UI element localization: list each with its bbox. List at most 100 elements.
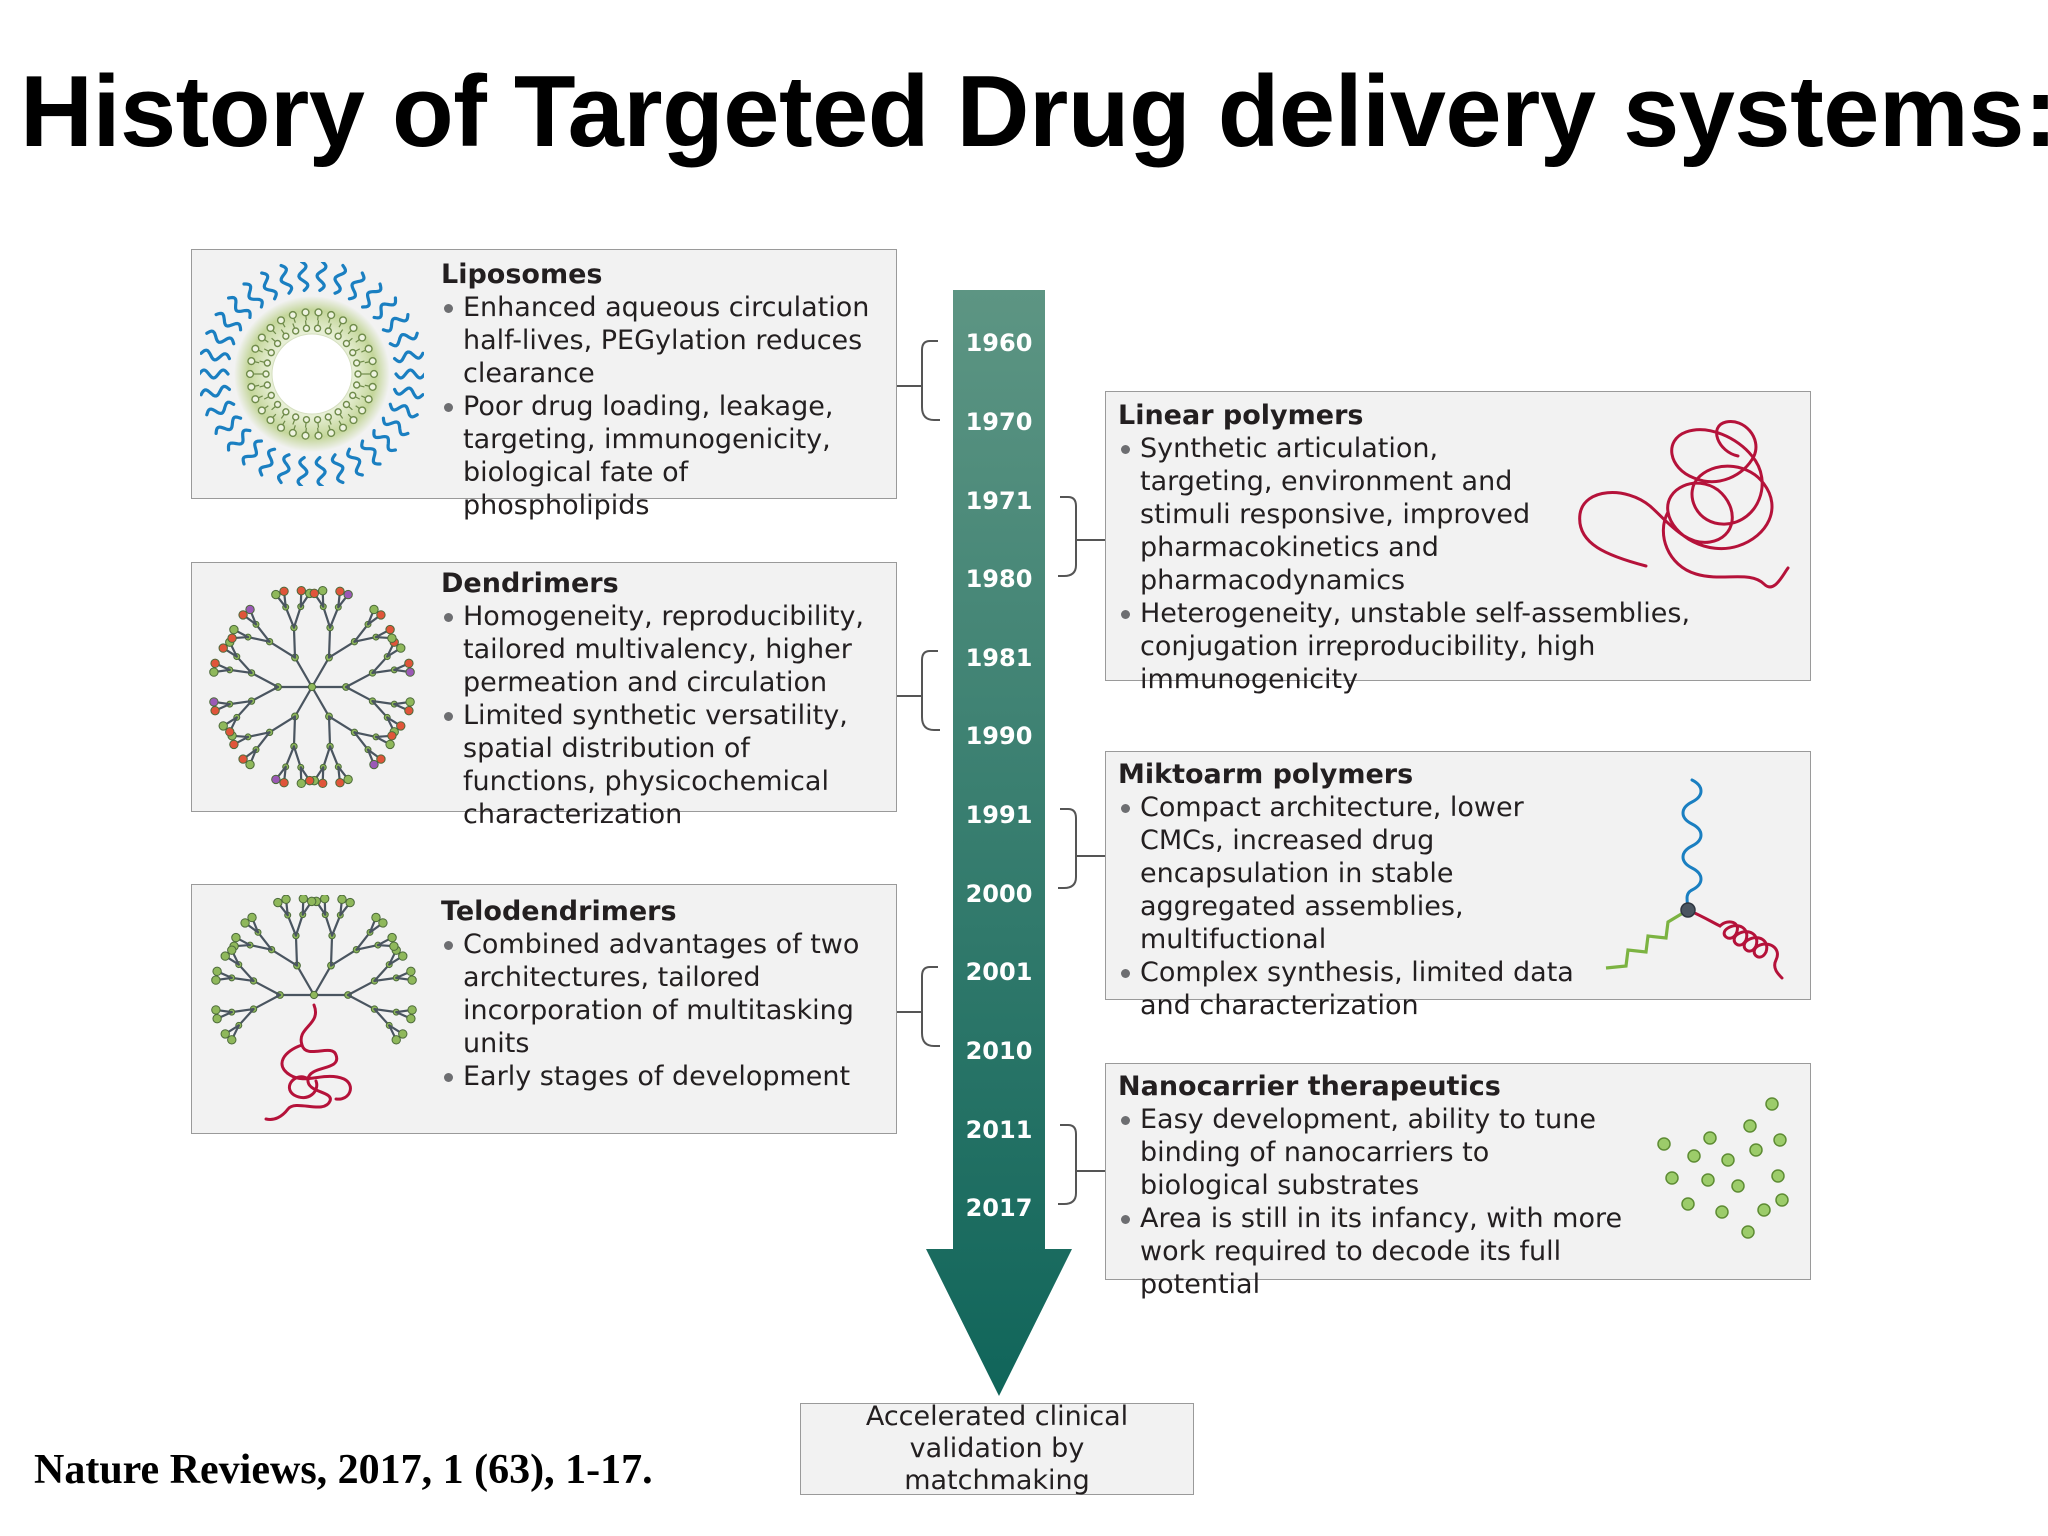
lipid-head bbox=[324, 413, 333, 421]
tree-branch bbox=[228, 668, 253, 675]
tree-node bbox=[273, 897, 283, 908]
tree-node bbox=[385, 624, 395, 635]
tree-branch bbox=[353, 635, 378, 643]
peg-chain bbox=[205, 400, 236, 417]
bullet-item: Limited synthetic versatility, spatial d… bbox=[441, 699, 886, 831]
lipid-head bbox=[313, 415, 322, 424]
peg-chain bbox=[260, 271, 278, 301]
card-nanocarrier: Nanocarrier therapeutics Easy developmen… bbox=[1105, 1063, 1811, 1300]
nanoparticle bbox=[1741, 1225, 1755, 1239]
lipid-head bbox=[334, 408, 342, 416]
bullet-list: Easy development, ability to tune bindin… bbox=[1118, 1103, 1678, 1301]
lipid-head bbox=[324, 327, 333, 335]
tree-node bbox=[240, 918, 250, 928]
year-label: 1981 bbox=[965, 644, 1033, 672]
peg-chain bbox=[200, 368, 230, 380]
lipid-head bbox=[288, 428, 297, 438]
year-label: 1970 bbox=[965, 408, 1033, 436]
tree-node bbox=[211, 975, 221, 985]
tree-node bbox=[271, 589, 281, 600]
lipid-head bbox=[276, 423, 286, 432]
telodendrimer-icon bbox=[211, 895, 417, 1121]
tree-node bbox=[317, 778, 328, 789]
tree-node bbox=[406, 966, 416, 977]
polymer-coil-icon bbox=[1578, 420, 1790, 589]
tree-node bbox=[385, 739, 395, 750]
year-label: 2000 bbox=[965, 880, 1033, 908]
nanoparticle bbox=[1681, 1197, 1695, 1211]
citation: Nature Reviews, 2017, 1 (63), 1-17. bbox=[34, 1447, 653, 1493]
tree-node bbox=[389, 941, 399, 951]
tree-node bbox=[335, 586, 345, 596]
year-label: 1960 bbox=[965, 329, 1033, 357]
lipid-head bbox=[364, 395, 373, 404]
tree-branch bbox=[327, 715, 332, 748]
lipid-head bbox=[338, 423, 348, 432]
card-title: Dendrimers bbox=[441, 568, 619, 599]
nanoparticle bbox=[1757, 1203, 1771, 1217]
lipid-head bbox=[291, 413, 300, 421]
tree-branch bbox=[353, 623, 370, 643]
lipid-head bbox=[368, 357, 377, 366]
tree-branch bbox=[344, 685, 374, 703]
tree-node bbox=[227, 1035, 237, 1045]
tree-node bbox=[209, 697, 219, 707]
lipid-head bbox=[267, 348, 275, 357]
peg-chain bbox=[333, 263, 347, 295]
tree-node bbox=[343, 774, 353, 785]
nanoparticles-icon bbox=[1657, 1097, 1789, 1239]
tree-node bbox=[405, 667, 415, 677]
lipid-head bbox=[302, 415, 311, 424]
tree-branch bbox=[254, 623, 271, 643]
bullet-list: Homogeneity, reproducibility, tailored m… bbox=[441, 600, 886, 831]
year-label: 2011 bbox=[965, 1116, 1033, 1144]
tree-branch bbox=[270, 948, 299, 967]
lipid-head bbox=[247, 382, 256, 391]
miktoarm-star-icon bbox=[1605, 778, 1784, 980]
tree-branch bbox=[373, 963, 391, 983]
lipid-head bbox=[302, 324, 311, 333]
tree-node bbox=[209, 667, 219, 677]
tree-node bbox=[404, 705, 414, 716]
tree-branch bbox=[292, 626, 297, 659]
tree-node bbox=[319, 895, 330, 904]
nanoparticle bbox=[1721, 1153, 1735, 1167]
tree-branch bbox=[254, 731, 271, 751]
tree-branch bbox=[246, 731, 271, 739]
tree-node bbox=[279, 586, 289, 596]
peg-chain bbox=[214, 415, 243, 435]
peg-chain bbox=[200, 348, 231, 362]
tree-node bbox=[218, 721, 228, 731]
card-title: Telodendrimers bbox=[441, 896, 677, 927]
tree-branch bbox=[295, 964, 316, 997]
lipid-head bbox=[257, 333, 266, 342]
lipid-head bbox=[327, 310, 336, 320]
tree-node bbox=[210, 705, 220, 716]
tree-branch bbox=[322, 605, 332, 629]
year-label: 1971 bbox=[965, 487, 1033, 515]
tree-branch bbox=[373, 1007, 398, 1014]
tree-branch bbox=[322, 745, 332, 769]
tree-node bbox=[304, 775, 315, 786]
tree-branch bbox=[324, 913, 334, 937]
clinical-validation-box: Accelerated clinical validation by match… bbox=[800, 1401, 1194, 1496]
tree-branch bbox=[252, 979, 282, 997]
peg-chain bbox=[381, 416, 410, 437]
peg-chain bbox=[214, 311, 243, 332]
tree-branch bbox=[373, 976, 398, 983]
tree-branch bbox=[371, 699, 389, 719]
year-label: 1980 bbox=[965, 565, 1033, 593]
lipid-head bbox=[352, 381, 361, 389]
lipid-head bbox=[349, 348, 357, 357]
lipid-head bbox=[251, 344, 260, 353]
lipid-head bbox=[267, 391, 275, 400]
bracket-telodendrimers bbox=[896, 966, 940, 1047]
peg-chain bbox=[258, 447, 277, 477]
tree-branch bbox=[353, 731, 378, 739]
tree-node bbox=[396, 643, 406, 653]
nanoparticle bbox=[1771, 1169, 1785, 1183]
tree-branch bbox=[294, 934, 299, 967]
tree-branch bbox=[330, 914, 342, 937]
tree-node bbox=[245, 759, 255, 770]
